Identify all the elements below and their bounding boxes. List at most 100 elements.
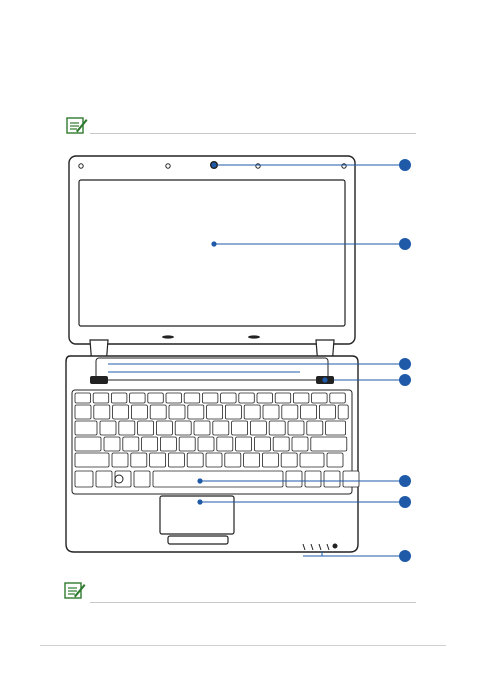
key-row3-3 bbox=[156, 421, 172, 435]
key-row5-9 bbox=[281, 453, 297, 467]
key-num-2 bbox=[113, 405, 129, 419]
key-backspace bbox=[338, 405, 348, 419]
callout-dot-speaker bbox=[399, 358, 411, 370]
key-ctrl bbox=[75, 471, 93, 487]
key-row3-2 bbox=[138, 421, 154, 435]
key-tab bbox=[75, 421, 97, 435]
key-num-4 bbox=[150, 405, 166, 419]
key-enter bbox=[311, 437, 347, 451]
key-fn bbox=[96, 471, 112, 487]
key-row3-1 bbox=[119, 421, 135, 435]
key-num-5 bbox=[169, 405, 185, 419]
key-row4-4 bbox=[179, 437, 195, 451]
key-row3-7 bbox=[232, 421, 248, 435]
key-row4-5 bbox=[198, 437, 214, 451]
key-row3-0 bbox=[100, 421, 116, 435]
key-row4-6 bbox=[217, 437, 233, 451]
key-fn-7 bbox=[202, 393, 218, 403]
key-num-9 bbox=[244, 405, 260, 419]
callout-dot-keyboard bbox=[399, 475, 411, 487]
bezel-foot-right bbox=[248, 335, 260, 338]
display-screen bbox=[79, 180, 345, 326]
key-row5-1 bbox=[131, 453, 147, 467]
key-backslash bbox=[326, 421, 346, 435]
key-row4-2 bbox=[142, 437, 158, 451]
key-row4-0 bbox=[104, 437, 120, 451]
key-fn-11 bbox=[275, 393, 291, 403]
key-row3-8 bbox=[250, 421, 266, 435]
key-num-6 bbox=[188, 405, 204, 419]
key-row4-8 bbox=[254, 437, 270, 451]
key-fn-5 bbox=[166, 393, 182, 403]
key-row3-10 bbox=[288, 421, 304, 435]
key-num-12 bbox=[301, 405, 317, 419]
key-fn-8 bbox=[221, 393, 237, 403]
key-row4-1 bbox=[123, 437, 139, 451]
key-row4-10 bbox=[292, 437, 308, 451]
key-fn-2 bbox=[111, 393, 127, 403]
callout-target-touchpad bbox=[197, 499, 202, 504]
key-row5-8 bbox=[262, 453, 278, 467]
key-row5-4 bbox=[187, 453, 203, 467]
key-num-13 bbox=[319, 405, 335, 419]
key-fn-3 bbox=[130, 393, 146, 403]
callout-dot-status bbox=[399, 550, 411, 562]
key-fn-9 bbox=[239, 393, 255, 403]
key-space bbox=[153, 471, 283, 487]
key-row3-4 bbox=[175, 421, 191, 435]
note-pencil-icon bbox=[64, 581, 86, 601]
key-fn-4 bbox=[148, 393, 164, 403]
key-alt-r bbox=[286, 471, 302, 487]
callout-dot-touchpad bbox=[399, 496, 411, 508]
callout-dot-power bbox=[399, 374, 411, 386]
key-num-10 bbox=[263, 405, 279, 419]
key-row3-5 bbox=[194, 421, 210, 435]
key-up bbox=[327, 453, 343, 467]
key-caps bbox=[75, 437, 101, 451]
key-fn-12 bbox=[293, 393, 309, 403]
key-row3-11 bbox=[307, 421, 323, 435]
key-left bbox=[324, 471, 340, 487]
key-row5-0 bbox=[112, 453, 128, 467]
key-row3-9 bbox=[269, 421, 285, 435]
key-row4-7 bbox=[236, 437, 252, 451]
key-num-3 bbox=[131, 405, 147, 419]
key-fn-0 bbox=[75, 393, 91, 403]
key-row4-3 bbox=[160, 437, 176, 451]
callout-target-camera bbox=[211, 162, 216, 167]
key-row5-2 bbox=[150, 453, 166, 467]
key-num-8 bbox=[225, 405, 241, 419]
key-row4-9 bbox=[273, 437, 289, 451]
key-ctrl-r bbox=[305, 471, 321, 487]
key-row5-6 bbox=[225, 453, 241, 467]
key-down bbox=[343, 471, 359, 487]
note-rule-bottom bbox=[90, 602, 416, 603]
key-fn-13 bbox=[312, 393, 328, 403]
key-shift-right bbox=[300, 453, 324, 467]
key-row5-5 bbox=[206, 453, 222, 467]
callout-dot-camera bbox=[399, 159, 411, 171]
key-fn-6 bbox=[184, 393, 200, 403]
bezel-foot-left bbox=[162, 335, 174, 338]
key-fn-1 bbox=[93, 393, 109, 403]
keyboard-keys bbox=[75, 393, 359, 487]
key-num-0 bbox=[75, 405, 91, 419]
key-alt bbox=[134, 471, 150, 487]
key-num-1 bbox=[94, 405, 110, 419]
footer-rule bbox=[40, 645, 446, 646]
key-num-7 bbox=[207, 405, 223, 419]
speaker-strip bbox=[96, 358, 328, 380]
touchpad-button bbox=[168, 536, 228, 544]
key-num-11 bbox=[282, 405, 298, 419]
callout-target-power bbox=[322, 377, 327, 382]
key-fn-14 bbox=[330, 393, 346, 403]
key-row5-3 bbox=[168, 453, 184, 467]
callout-target-keyboard bbox=[197, 478, 202, 483]
key-fn-10 bbox=[257, 393, 273, 403]
power-switch-left bbox=[90, 376, 108, 384]
callout-target-display bbox=[211, 241, 216, 246]
key-row3-6 bbox=[213, 421, 229, 435]
key-shift-left bbox=[75, 453, 109, 467]
callout-dot-display bbox=[399, 238, 411, 250]
key-row5-7 bbox=[244, 453, 260, 467]
